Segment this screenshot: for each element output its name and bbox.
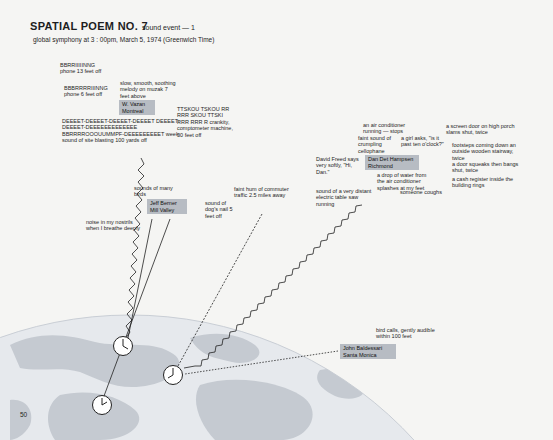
sound-note: BBRRIIIIINNG phone 13 feet off [60,62,102,75]
sound-note: sounds of many birds [134,185,174,198]
name-text: Jeff Berner Mill Valley [150,200,184,213]
sound-note: someone coughs [400,189,448,195]
sound-note: noise in my nostrils when I breathe deep… [86,219,142,232]
name-text: Dan Det Hampsen Richmond [368,156,416,169]
land-masses [10,334,365,440]
sound-note: slow, smooth, soothing melody on muzak 7… [120,80,176,99]
sound-note: a drop of water from the air conditioner… [377,172,435,191]
dashed-line [178,214,262,366]
name-box: Jeff Berner Mill Valley [147,199,187,214]
page-number: 50 [20,411,40,419]
name-text: W. Vazan Montreal [122,101,152,114]
name-box: Dan Det Hampsen Richmond [365,155,419,170]
sound-note: footsteps coming down an outside wooden … [452,142,520,161]
sound-note: DEEEET-DEEEET-DEEEET-DEEEET DEEEET-DEEEE… [62,118,180,144]
subtitle: sound event — 1 [142,24,202,32]
clock-icons [93,337,183,415]
sound-note: TTSKOU TSKOU RR RRR SKOU TTSKI RRR RRR R… [177,106,235,138]
leader-line [104,219,170,396]
sound-note: a girl asks, "is it past ten o'clock?" [401,135,445,148]
sound-note: BBBRRRRIIINNG phone 6 feet off [64,85,110,98]
sound-note: David Freed says very softly, "Hi, Dan." [316,156,360,175]
sound-note: sound of a very distant electric table s… [316,188,372,207]
globe [0,315,515,440]
sound-note: a door squeaks then bangs shut, twice [452,161,520,174]
sound-note: faint hum of commuter traffic 2.5 miles … [234,186,290,199]
sound-note: sound of dog's nail 5 feet off [205,200,239,219]
sound-note: a screen door on high porch slams shut, … [446,123,518,136]
name-text: John Baldessari Santa Monica [343,345,393,358]
name-box: John Baldessari Santa Monica [340,344,396,359]
subtitle: global symphony at 3 : 00pm, March 5, 19… [33,36,293,44]
leader-line [128,219,152,338]
page-title: SPATIAL POEM NO. 7 [30,20,148,32]
sound-note: an air conditioner running — stops [363,122,415,135]
dotted-line [185,351,338,374]
sound-note: bird calls, gently audible within 100 fe… [376,327,438,340]
sound-note: faint sound of crumpling cellophane [358,135,398,154]
name-box: W. Vazan Montreal [119,100,155,115]
zigzag-line [184,205,362,368]
sound-note: a cash register inside the building ring… [452,176,520,189]
